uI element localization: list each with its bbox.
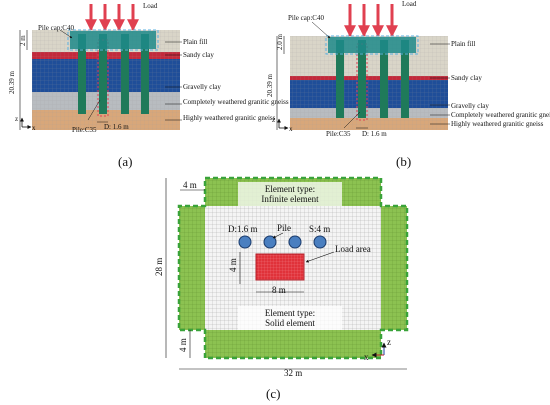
axis-z-label: z [387,337,391,347]
height-label: 20.39 m [8,71,16,95]
dim-4m-bottom: 4 m [178,338,188,352]
pile [121,34,129,114]
pile-label: Pile [277,223,291,233]
panel-a: Load 20.39 m 2 m Pile cap:C40 Plain fill… [8,2,289,169]
layer-label: Sandy clay [451,74,482,82]
axis-x-label: x [32,124,36,132]
pile-circle [313,235,327,249]
dim-32m: 32 m [284,368,302,378]
pile-cap-outline [325,35,419,55]
dim-28m: 28 m [154,258,164,276]
load-label: Load [402,0,417,8]
load-arrows [344,4,398,38]
axis-z-label: z [15,115,18,123]
cap-height-label: 2.0 m [276,34,284,51]
dim-4m-side: 4 m [228,258,238,272]
pile-circle [238,235,252,249]
load-label: Load [143,2,158,10]
layer-label: Completely weathered granitic gneiss [183,98,289,106]
caption-a: (a) [118,154,132,169]
pile [401,40,409,118]
solid-label-box [238,306,342,330]
pile-cap-label: Pile cap:C40 [288,14,324,22]
layer-label: Plain fill [183,38,207,46]
infinite-label-box [238,182,342,206]
pile-cap-label: Pile cap:C40 [38,24,74,32]
pile-label: Pile:C35 [326,130,351,138]
model-boundary [177,176,409,360]
load-area [255,253,305,281]
layer-label: Completely weathered granitic gneiss [451,111,550,119]
pile [99,34,107,114]
pile [141,34,149,114]
pile-cap-outline [67,29,159,51]
cap-height-label: 2 m [19,35,27,46]
height-label: 20.39 m [266,74,274,98]
axis-x-label: x [289,125,293,133]
pile-circle [288,235,302,249]
panel-b: Load 20.39 m 2.0 m Pile cap:C40 Plain fi… [266,0,550,169]
pile-cap [70,31,156,49]
diameter-label: D: 1.6 m [104,123,129,131]
pile-circle [263,235,277,249]
dim-4m-top: 4 m [183,180,197,190]
panel-c: Element type: Infinite element Element t… [154,176,409,401]
layer-labels: Plain fill Sandy clay Gravelly clay Comp… [165,38,289,122]
infinite-region-bottom [205,330,381,358]
dim-8m: 8 m [272,285,286,295]
infinite-label-2: Infinite element [261,194,319,204]
pile [78,34,86,114]
diameter-label: D:1.6 m [228,224,258,234]
layer-label: Plain fill [451,40,475,48]
layer-label: Highly weathered granitic gneiss [451,120,544,128]
layer-label: Sandy clay [183,51,214,59]
spacing-label: S:4 m [309,224,330,234]
infinite-region-left [179,206,205,330]
pile-cap [328,37,416,53]
layer-label: Gravelly clay [183,83,221,91]
caption-c: (c) [266,386,280,401]
load-area-label: Load area [335,244,371,254]
solid-label-2: Solid element [265,318,315,328]
layer-label: Highly weathered granitic gneiss [183,114,276,122]
layer-label: Gravelly clay [451,102,489,110]
axis-z-label: z [272,116,275,124]
pile [380,40,388,118]
solid-label-1: Element type: [265,308,315,318]
pile [358,40,366,118]
load-arrows [85,4,139,32]
infinite-region-right [381,206,407,330]
caption-b: (b) [396,154,411,169]
diameter-label: D: 1.6 m [362,130,387,138]
axis-x-label: x [364,352,369,362]
pile-label: Pile:C35 [72,126,97,134]
infinite-label-1: Element type: [265,184,315,194]
pile [336,40,344,118]
layer-labels: Plain fill Sandy clay Gravelly clay Comp… [430,40,550,128]
